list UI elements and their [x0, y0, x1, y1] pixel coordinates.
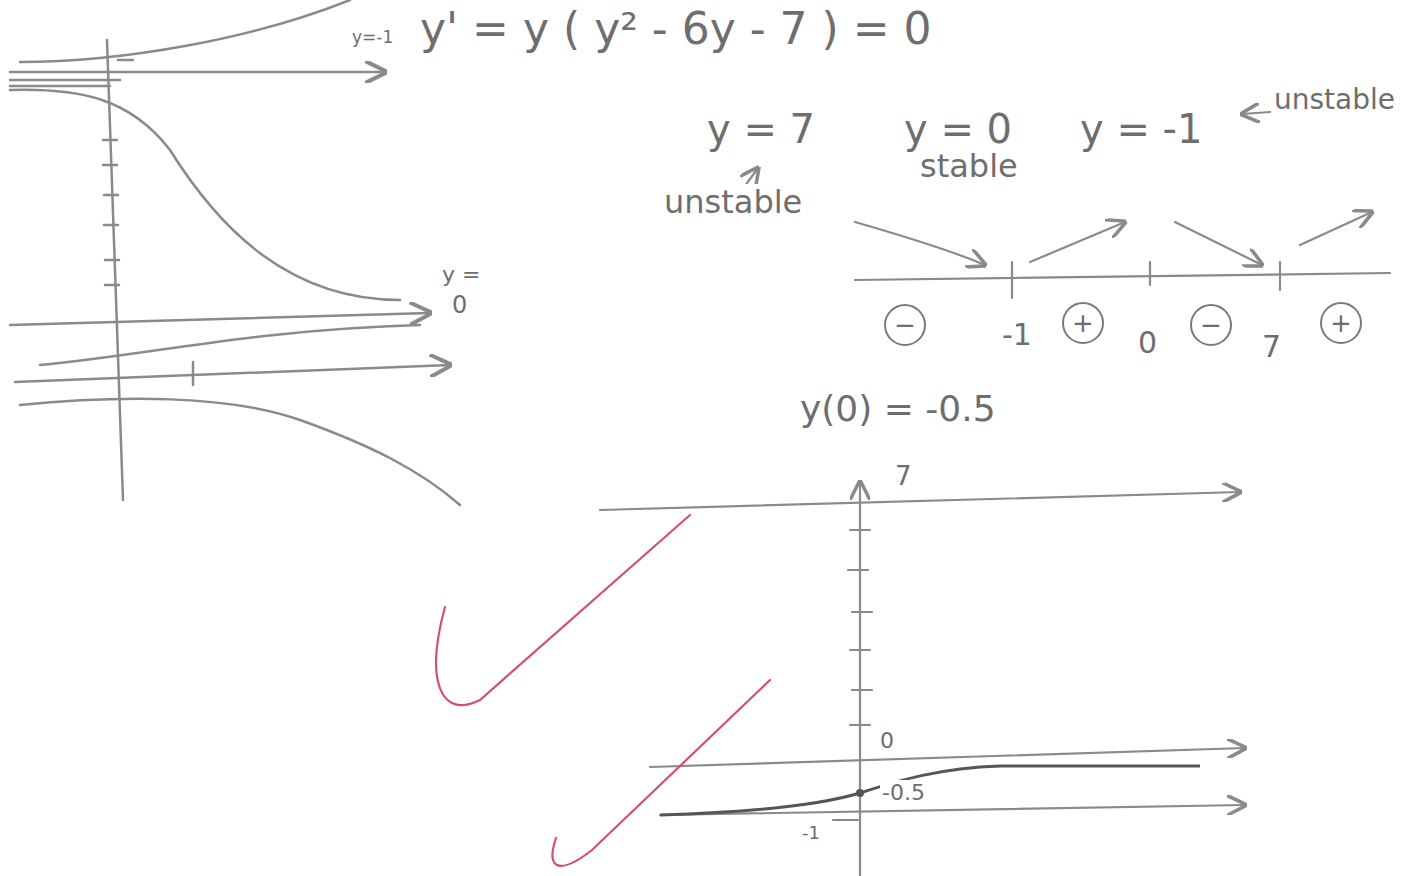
sign-circle: − — [884, 304, 926, 346]
handwritten-note: y' = y ( y² - 6y - 7 ) = 0 — [418, 4, 934, 55]
handwritten-note: 7 — [1260, 330, 1283, 365]
initial-point — [856, 789, 864, 797]
handwritten-note: unstable — [662, 184, 804, 221]
handwritten-note: 0 — [1136, 326, 1159, 361]
sign-symbol: − — [1200, 312, 1222, 338]
handwritten-note: y=-1 — [350, 28, 395, 48]
handwritten-note: 7 — [893, 462, 914, 492]
handwritten-note: y(0) = -0.5 — [798, 388, 998, 429]
handwritten-note: 0 — [450, 292, 469, 320]
left-phase-plot — [10, 0, 460, 505]
handwritten-note: -1 — [1000, 318, 1034, 353]
phase-line — [742, 112, 1390, 298]
sign-symbol: + — [1072, 310, 1094, 336]
solution-curve — [660, 766, 1200, 815]
pink-strokes — [436, 515, 770, 866]
handwritten-note: y = — [440, 262, 482, 287]
handwritten-note: stable — [918, 148, 1020, 185]
handwritten-note: y = -1 — [1078, 106, 1205, 152]
sign-circle: − — [1190, 304, 1232, 346]
handwritten-note: y = 0 — [902, 106, 1014, 152]
sign-circle: + — [1062, 302, 1104, 344]
sign-circle: + — [1320, 302, 1362, 344]
sign-symbol: − — [894, 312, 916, 338]
handwritten-note: y = 7 — [705, 106, 817, 152]
handwritten-note: -0.5 — [880, 780, 927, 805]
handwritten-note: unstable — [1272, 84, 1397, 116]
solution-plot — [600, 482, 1245, 876]
handwritten-note: 0 — [878, 728, 896, 753]
handwritten-note: -1 — [800, 823, 822, 844]
sign-symbol: + — [1330, 310, 1352, 336]
